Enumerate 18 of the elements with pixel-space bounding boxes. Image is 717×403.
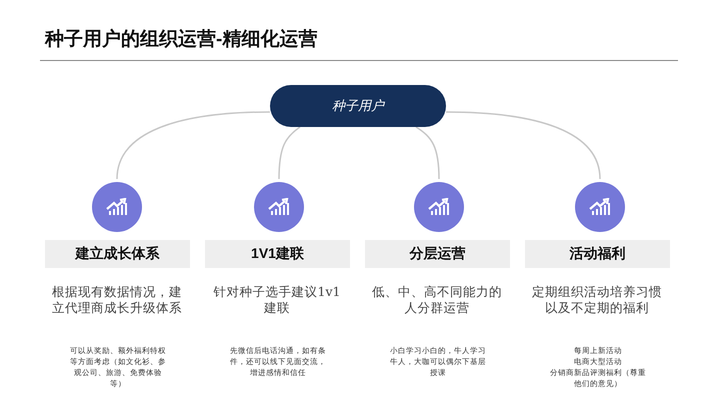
description-text: 低、中、高不同能力的人分群运营 (371, 284, 503, 316)
root-box: 种子用户 (270, 85, 446, 127)
connector (278, 126, 300, 180)
description-text: 定期组织活动培养习惯以及不定期的福利 (531, 284, 663, 316)
connector (116, 111, 270, 180)
title: 种子用户的组织运营-精细化运营 (45, 28, 318, 52)
heading-box: 活动福利 (525, 240, 670, 268)
heading-box: 分层运营 (365, 240, 510, 268)
connector (446, 111, 601, 180)
icon-circle (92, 182, 142, 232)
icon-circle (254, 182, 304, 232)
heading-box: 1V1建联 (205, 240, 350, 268)
icon-circle (575, 182, 625, 232)
description-text: 针对种子选手建议1v1建联 (212, 284, 342, 316)
heading-box: 建立成长体系 (45, 240, 190, 268)
connector (416, 126, 440, 180)
description-text: 根据现有数据情况，建立代理商成长升级体系 (51, 284, 183, 316)
icon-circle (414, 182, 464, 232)
